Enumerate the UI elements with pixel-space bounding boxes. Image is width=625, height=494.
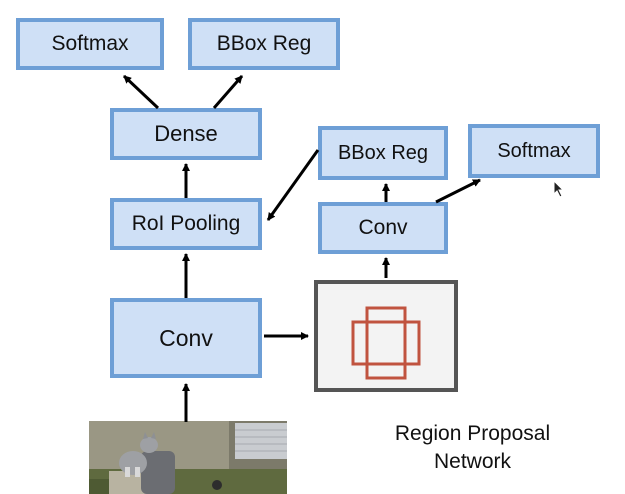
arrow-dense-to-softmax-left [122, 74, 160, 110]
conv-main-box: Conv [110, 298, 262, 378]
cat-photo-image [89, 421, 287, 494]
conv-rpn-box: Conv [318, 202, 448, 254]
rpn-caption: Region Proposal Network [350, 420, 595, 476]
softmax-left-box: Softmax [16, 18, 164, 70]
roi-pooling-box: RoI Pooling [110, 198, 262, 250]
arrow-bbox-right-to-roi [266, 149, 320, 221]
dense-label: Dense [154, 121, 218, 146]
mouse-cursor-icon [553, 180, 565, 198]
bbox-reg-right-box: BBox Reg [318, 126, 448, 180]
input-cat-image [89, 421, 287, 494]
roi-pooling-label: RoI Pooling [131, 212, 241, 235]
softmax-right-label: Softmax [497, 139, 571, 162]
softmax-right-box: Softmax [468, 124, 600, 178]
arrow-conv-rpn-to-softmax-right [435, 178, 481, 204]
conv-rpn-label: Conv [358, 216, 408, 239]
rpn-caption-line2: Network [433, 450, 512, 473]
arrow-dense-to-bbox-left [212, 75, 244, 109]
region-proposal-network-block [314, 280, 458, 392]
softmax-left-label: Softmax [51, 32, 129, 55]
bbox-reg-left-box: BBox Reg [188, 18, 340, 70]
dense-box: Dense [110, 108, 262, 160]
rpn-caption-line1: Region Proposal [394, 422, 551, 445]
bbox-reg-right-label: BBox Reg [337, 141, 429, 164]
cross-anchor-boxes-icon [351, 306, 421, 380]
bbox-reg-left-label: BBox Reg [216, 32, 312, 55]
conv-main-label: Conv [159, 324, 213, 351]
